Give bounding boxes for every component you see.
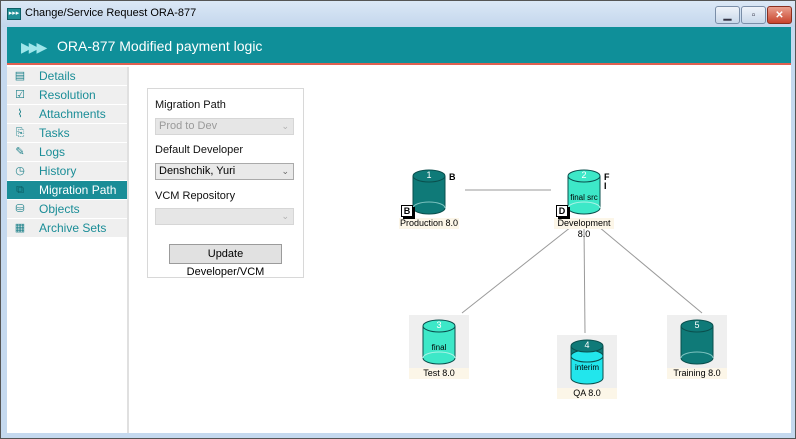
app-arrows-icon: ▸▸▸ (7, 8, 21, 20)
vcm-repository-label: VCM Repository (155, 190, 236, 202)
sidebar-item-attachments[interactable]: ⌇ Attachments (7, 105, 127, 124)
default-developer-value: Denshchik, Yuri (159, 165, 236, 177)
default-developer-select[interactable]: Denshchik, Yuri ⌄ (155, 163, 294, 180)
chevron-down-icon: ⌄ (281, 121, 289, 131)
sidebar-item-label: Archive Sets (39, 221, 107, 235)
maximize-icon: ▫ (751, 9, 756, 21)
node-number: 3 (436, 320, 442, 330)
migration-path-label: Migration Path (155, 99, 226, 111)
checked-doc-icon: ☑ (15, 89, 25, 101)
node-flag: B (449, 172, 456, 182)
node-inner-text: final src (570, 193, 598, 202)
sidebar-item-label: Logs (39, 145, 66, 159)
update-developer-vcm-button[interactable]: Update Developer/VCM (169, 244, 282, 278)
sidebar-item-label: Attachments (39, 107, 106, 121)
node-number: 2 (581, 170, 587, 180)
node-flag: I (604, 181, 607, 191)
node-label: QA 8.0 (557, 388, 617, 399)
triple-arrow-icon: ▶▶▶ (21, 39, 47, 55)
node-badge: B (401, 205, 413, 217)
node-flag: F (604, 172, 610, 182)
node-number: 5 (694, 320, 700, 330)
sidebar-nav: ▤ Details ☑ Resolution ⌇ Attachments ⎘ Tasks ✎ Lo… (7, 67, 129, 433)
chevron-down-icon: ⌄ (281, 211, 289, 221)
node-label: Test 8.0 (409, 368, 469, 379)
sidebar-item-label: Migration Path (39, 183, 117, 197)
title-bar[interactable]: ▸▸▸ Change/Service Request ORA-877 ▁ ▫ ✕ (1, 1, 795, 27)
objects-icon: ⛁ (15, 203, 25, 215)
sidebar-item-details[interactable]: ▤ Details (7, 67, 127, 86)
window-title: Change/Service Request ORA-877 (25, 7, 197, 19)
close-button[interactable]: ✕ (767, 6, 792, 24)
log-edit-icon: ✎ (15, 146, 25, 158)
edge-development-qa (583, 226, 586, 334)
sidebar-item-resolution[interactable]: ☑ Resolution (7, 86, 127, 105)
sidebar-item-label: Objects (39, 202, 80, 216)
default-developer-label: Default Developer (155, 144, 244, 156)
node-badge: D (556, 205, 568, 217)
request-title: ORA-877 Modified payment logic (57, 38, 263, 54)
sidebar-item-label: Tasks (39, 126, 70, 140)
maximize-button[interactable]: ▫ (741, 6, 766, 24)
node-qa[interactable]: 4 interim QA 8.0 (557, 335, 617, 399)
chevron-down-icon: ⌄ (281, 166, 289, 176)
node-inner-text: final (431, 343, 447, 352)
clipboard-icon: ⎘ (15, 127, 25, 139)
migration-path-value: Prod to Dev (159, 120, 218, 132)
node-label: Training 8.0 (667, 368, 727, 379)
migration-path-select[interactable]: Prod to Dev ⌄ (155, 118, 294, 135)
node-number: 4 (584, 340, 590, 350)
edge-development-training (598, 226, 703, 314)
list-icon: ▤ (14, 70, 26, 82)
content-area: ▤ Details ☑ Resolution ⌇ Attachments ⎘ Tasks ✎ Lo… (7, 65, 791, 433)
clock-icon: ◷ (15, 165, 25, 177)
sidebar-item-label: History (39, 164, 77, 178)
node-inner-text: interim (574, 363, 599, 372)
close-icon: ✕ (775, 9, 784, 21)
request-header: ▶▶▶ ORA-877 Modified payment logic (7, 27, 791, 65)
node-label: Production 8.0 (399, 218, 459, 229)
edge-development-test (461, 226, 572, 314)
sidebar-item-migration-path[interactable]: ⧉ Migration Path (7, 181, 127, 200)
migration-form: Migration Path Prod to Dev ⌄ Default Dev… (147, 88, 304, 278)
sidebar-item-label: Resolution (39, 88, 96, 102)
edge-layer (461, 189, 703, 334)
sidebar-item-archive-sets[interactable]: ▦ Archive Sets (7, 219, 127, 238)
node-label: Development 8.0 (554, 218, 614, 239)
minimize-button[interactable]: ▁ (715, 6, 740, 24)
minimize-icon: ▁ (723, 9, 732, 21)
sidebar-item-tasks[interactable]: ⎘ Tasks (7, 124, 127, 143)
vcm-repository-select[interactable]: ⌄ (155, 208, 294, 225)
sidebar-item-logs[interactable]: ✎ Logs (7, 143, 127, 162)
sidebar-item-objects[interactable]: ⛁ Objects (7, 200, 127, 219)
sidebar-item-history[interactable]: ◷ History (7, 162, 127, 181)
migration-icon: ⧉ (16, 184, 24, 196)
node-number: 1 (426, 170, 432, 180)
archive-icon: ▦ (14, 222, 26, 234)
paperclip-icon: ⌇ (17, 108, 23, 120)
sidebar-item-label: Details (39, 69, 76, 83)
